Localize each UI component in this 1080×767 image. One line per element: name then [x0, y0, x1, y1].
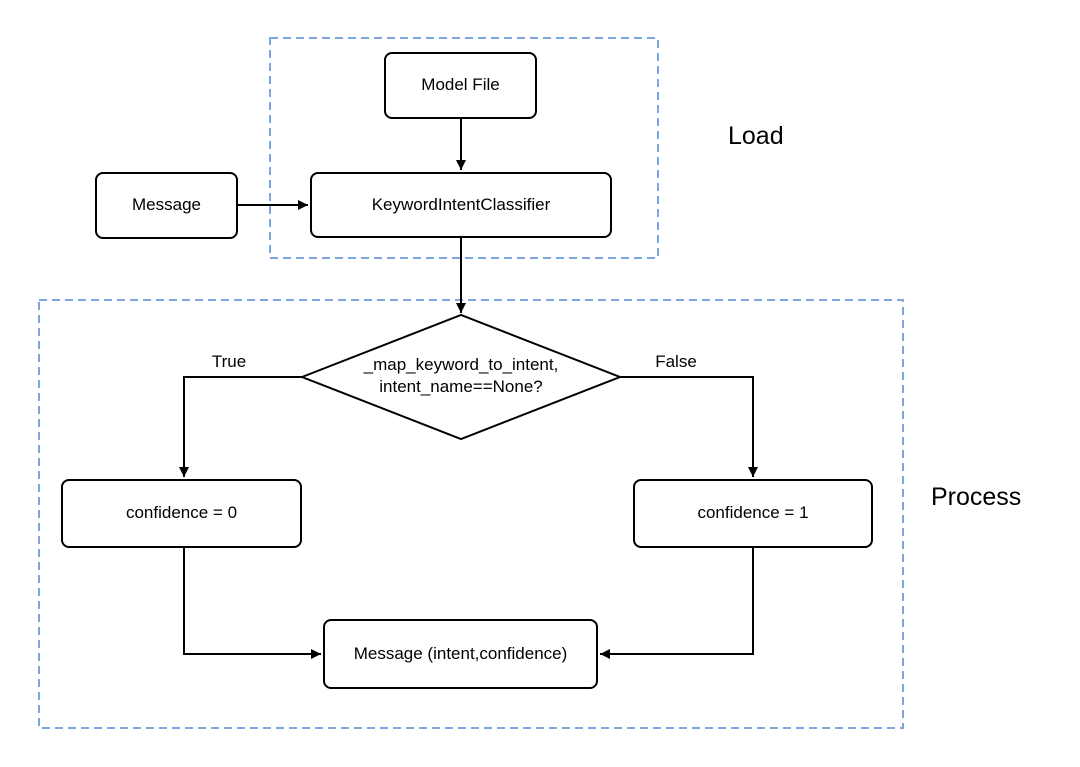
- node-keyword-intent-classifier: KeywordIntentClassifier: [310, 172, 612, 238]
- edge-confidence1-to-messageout: [600, 548, 754, 659]
- node-confidence-one-label: confidence = 1: [697, 503, 809, 523]
- edge-decision-true-to-confidence0: [179, 376, 302, 477]
- load-group-outline: [269, 37, 659, 259]
- false-branch-label: False: [655, 352, 697, 371]
- node-model-file: Model File: [384, 52, 537, 119]
- node-message-output-label: Message (intent,confidence): [353, 643, 568, 663]
- node-keyword-intent-classifier-label: KeywordIntentClassifier: [371, 194, 551, 214]
- node-message-input-label: Message: [132, 195, 201, 215]
- decision-label-line2: intent_name==None?: [379, 377, 543, 396]
- node-confidence-zero-label: confidence = 0: [125, 503, 238, 523]
- decision-label-line1: _map_keyword_to_intent,: [363, 355, 559, 374]
- node-confidence-zero: confidence = 0: [61, 479, 302, 548]
- process-group-label: Process: [931, 483, 1022, 511]
- node-model-file-label: Model File: [421, 75, 500, 95]
- edge-decision-false-to-confidence1: [620, 376, 758, 477]
- node-message-input: Message: [95, 172, 238, 239]
- true-branch-label: True: [211, 352, 247, 371]
- node-message-output: Message (intent,confidence): [323, 619, 598, 689]
- edge-confidence0-to-messageout: [183, 548, 321, 659]
- node-confidence-one: confidence = 1: [633, 479, 873, 548]
- decision-label: _map_keyword_to_intent, intent_name==Non…: [321, 354, 601, 398]
- process-group-outline: [38, 299, 904, 729]
- decision-diamond: [299, 313, 623, 441]
- load-group-label: Load: [728, 122, 784, 150]
